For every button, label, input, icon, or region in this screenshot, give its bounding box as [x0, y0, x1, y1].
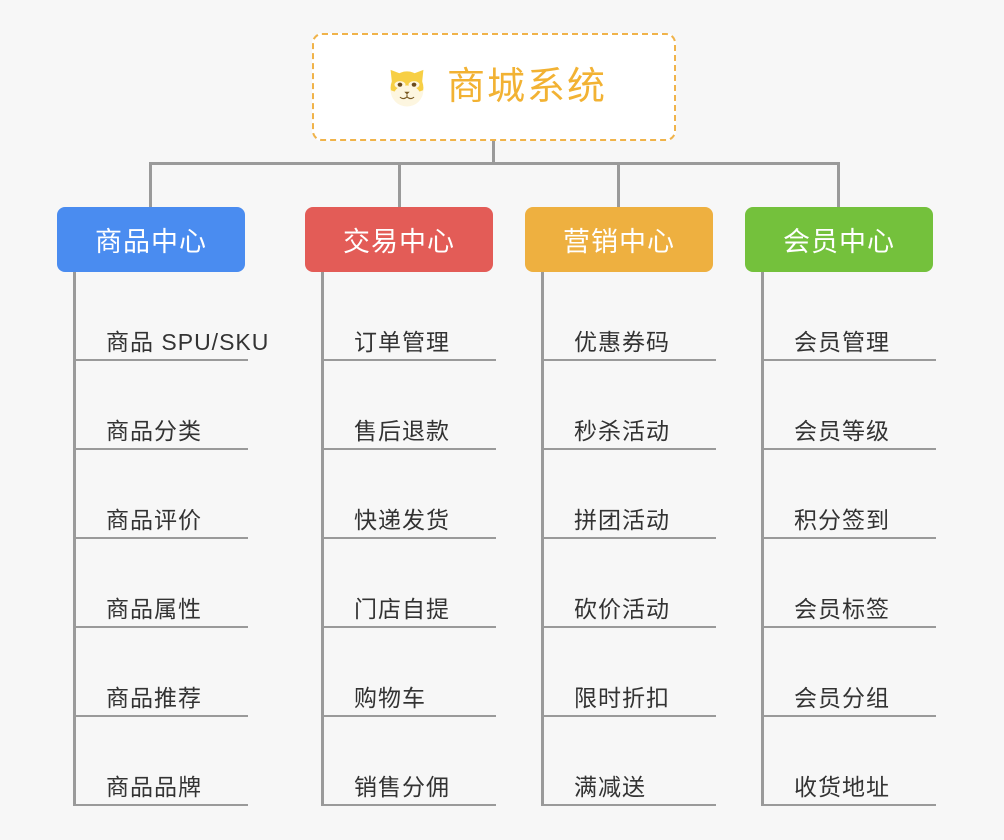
branch-column-2: 交易中心 订单管理 售后退款 快递发货 门店自提 购物车 销售分佣 [305, 207, 496, 806]
leaf-list-2: 订单管理 售后退款 快递发货 门店自提 购物车 销售分佣 [321, 272, 496, 806]
leaf-list-4: 会员管理 会员等级 积分签到 会员标签 会员分组 收货地址 [761, 272, 936, 806]
leaf-label: 优惠券码 [574, 328, 670, 355]
list-item[interactable]: 商品品牌 [76, 717, 248, 806]
branch-header-label-3: 营销中心 [563, 227, 675, 257]
branch-header-label-4: 会员中心 [783, 227, 895, 257]
branch-header-1[interactable]: 商品中心 [57, 207, 245, 272]
leaf-label: 拼团活动 [574, 506, 670, 533]
list-item[interactable]: 订单管理 [324, 272, 496, 361]
list-item[interactable]: 满减送 [544, 717, 716, 806]
list-item[interactable]: 商品评价 [76, 450, 248, 539]
branch-column-4: 会员中心 会员管理 会员等级 积分签到 会员标签 会员分组 收货地址 [745, 207, 936, 806]
list-item[interactable]: 拼团活动 [544, 450, 716, 539]
leaf-label: 购物车 [354, 684, 426, 711]
list-item[interactable]: 秒杀活动 [544, 361, 716, 450]
branch-header-4[interactable]: 会员中心 [745, 207, 933, 272]
connector-horizontal-bus [149, 162, 840, 165]
leaf-label: 商品属性 [106, 595, 202, 622]
leaf-label: 积分签到 [794, 506, 890, 533]
connector-drop-1 [149, 162, 152, 208]
leaf-label: 会员等级 [794, 417, 890, 444]
list-item[interactable]: 售后退款 [324, 361, 496, 450]
list-item[interactable]: 购物车 [324, 628, 496, 717]
leaf-label: 门店自提 [354, 595, 450, 622]
leaf-label: 会员分组 [794, 684, 890, 711]
leaf-label: 快递发货 [354, 506, 450, 533]
list-item[interactable]: 优惠券码 [544, 272, 716, 361]
leaf-label: 会员管理 [794, 328, 890, 355]
leaf-label: 销售分佣 [354, 773, 450, 800]
leaf-label: 收货地址 [794, 773, 890, 800]
root-title: 商城系统 [446, 66, 607, 108]
shiba-dog-face-icon [390, 69, 424, 107]
connector-root-stem [492, 141, 495, 164]
list-item[interactable]: 商品 SPU/SKU [76, 272, 268, 361]
leaf-label: 售后退款 [354, 417, 450, 444]
leaf-label: 满减送 [574, 773, 646, 800]
leaf-label: 商品评价 [106, 506, 202, 533]
leaf-label: 秒杀活动 [574, 417, 670, 444]
list-item[interactable]: 销售分佣 [324, 717, 496, 806]
root-node[interactable]: 商城系统 [312, 33, 676, 141]
list-item[interactable]: 商品推荐 [76, 628, 248, 717]
list-item[interactable]: 商品分类 [76, 361, 248, 450]
list-item[interactable]: 会员等级 [764, 361, 936, 450]
leaf-list-3: 优惠券码 秒杀活动 拼团活动 砍价活动 限时折扣 满减送 [541, 272, 716, 806]
leaf-label: 订单管理 [354, 328, 450, 355]
branch-header-2[interactable]: 交易中心 [305, 207, 493, 272]
list-item[interactable]: 会员标签 [764, 539, 936, 628]
connector-drop-3 [617, 162, 620, 208]
branch-header-label-2: 交易中心 [343, 227, 455, 257]
connector-drop-4 [837, 162, 840, 208]
leaf-label: 限时折扣 [574, 684, 670, 711]
list-item[interactable]: 会员分组 [764, 628, 936, 717]
leaf-label: 砍价活动 [574, 595, 670, 622]
leaf-label: 商品分类 [106, 417, 202, 444]
leaf-label: 会员标签 [794, 595, 890, 622]
leaf-label: 商品推荐 [106, 684, 202, 711]
branch-header-label-1: 商品中心 [95, 227, 207, 257]
list-item[interactable]: 积分签到 [764, 450, 936, 539]
list-item[interactable]: 商品属性 [76, 539, 248, 628]
branch-header-3[interactable]: 营销中心 [525, 207, 713, 272]
list-item[interactable]: 砍价活动 [544, 539, 716, 628]
connector-drop-2 [398, 162, 401, 208]
list-item[interactable]: 门店自提 [324, 539, 496, 628]
leaf-label: 商品品牌 [106, 773, 202, 800]
leaf-label: 商品 SPU/SKU [106, 328, 270, 355]
branch-column-1: 商品中心 商品 SPU/SKU 商品分类 商品评价 商品属性 商品推荐 商品品牌 [57, 207, 268, 806]
list-item[interactable]: 快递发货 [324, 450, 496, 539]
list-item[interactable]: 限时折扣 [544, 628, 716, 717]
list-item[interactable]: 收货地址 [764, 717, 936, 806]
branch-column-3: 营销中心 优惠券码 秒杀活动 拼团活动 砍价活动 限时折扣 满减送 [525, 207, 716, 806]
leaf-list-1: 商品 SPU/SKU 商品分类 商品评价 商品属性 商品推荐 商品品牌 [73, 272, 268, 806]
list-item[interactable]: 会员管理 [764, 272, 936, 361]
